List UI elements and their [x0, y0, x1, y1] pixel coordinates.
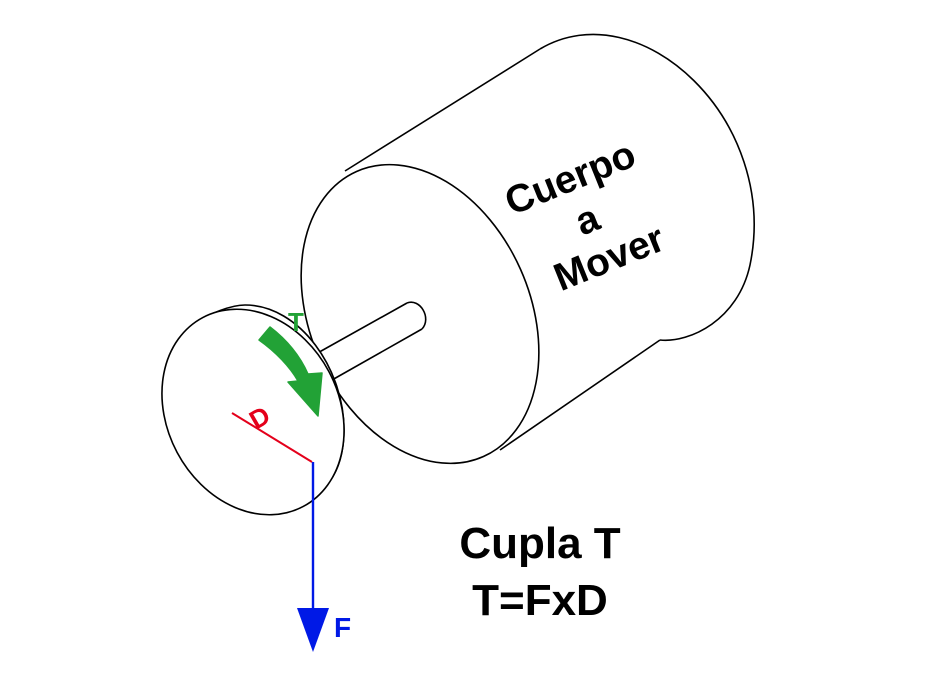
force-label: F [334, 612, 351, 643]
cylinder-bottom-edge [499, 339, 661, 451]
caption-formula: T=FxD [472, 576, 608, 625]
force-arrow [297, 462, 329, 652]
caption-title: Cupla T [459, 519, 620, 568]
shaft [313, 299, 429, 381]
caption: Cupla T T=FxD [459, 519, 620, 625]
cylinder-back-rim [539, 33, 755, 342]
cylinder-top-edge [344, 48, 541, 172]
distance-line [231, 412, 313, 463]
torque-arrow [258, 326, 323, 417]
torque-label: T [288, 307, 304, 337]
